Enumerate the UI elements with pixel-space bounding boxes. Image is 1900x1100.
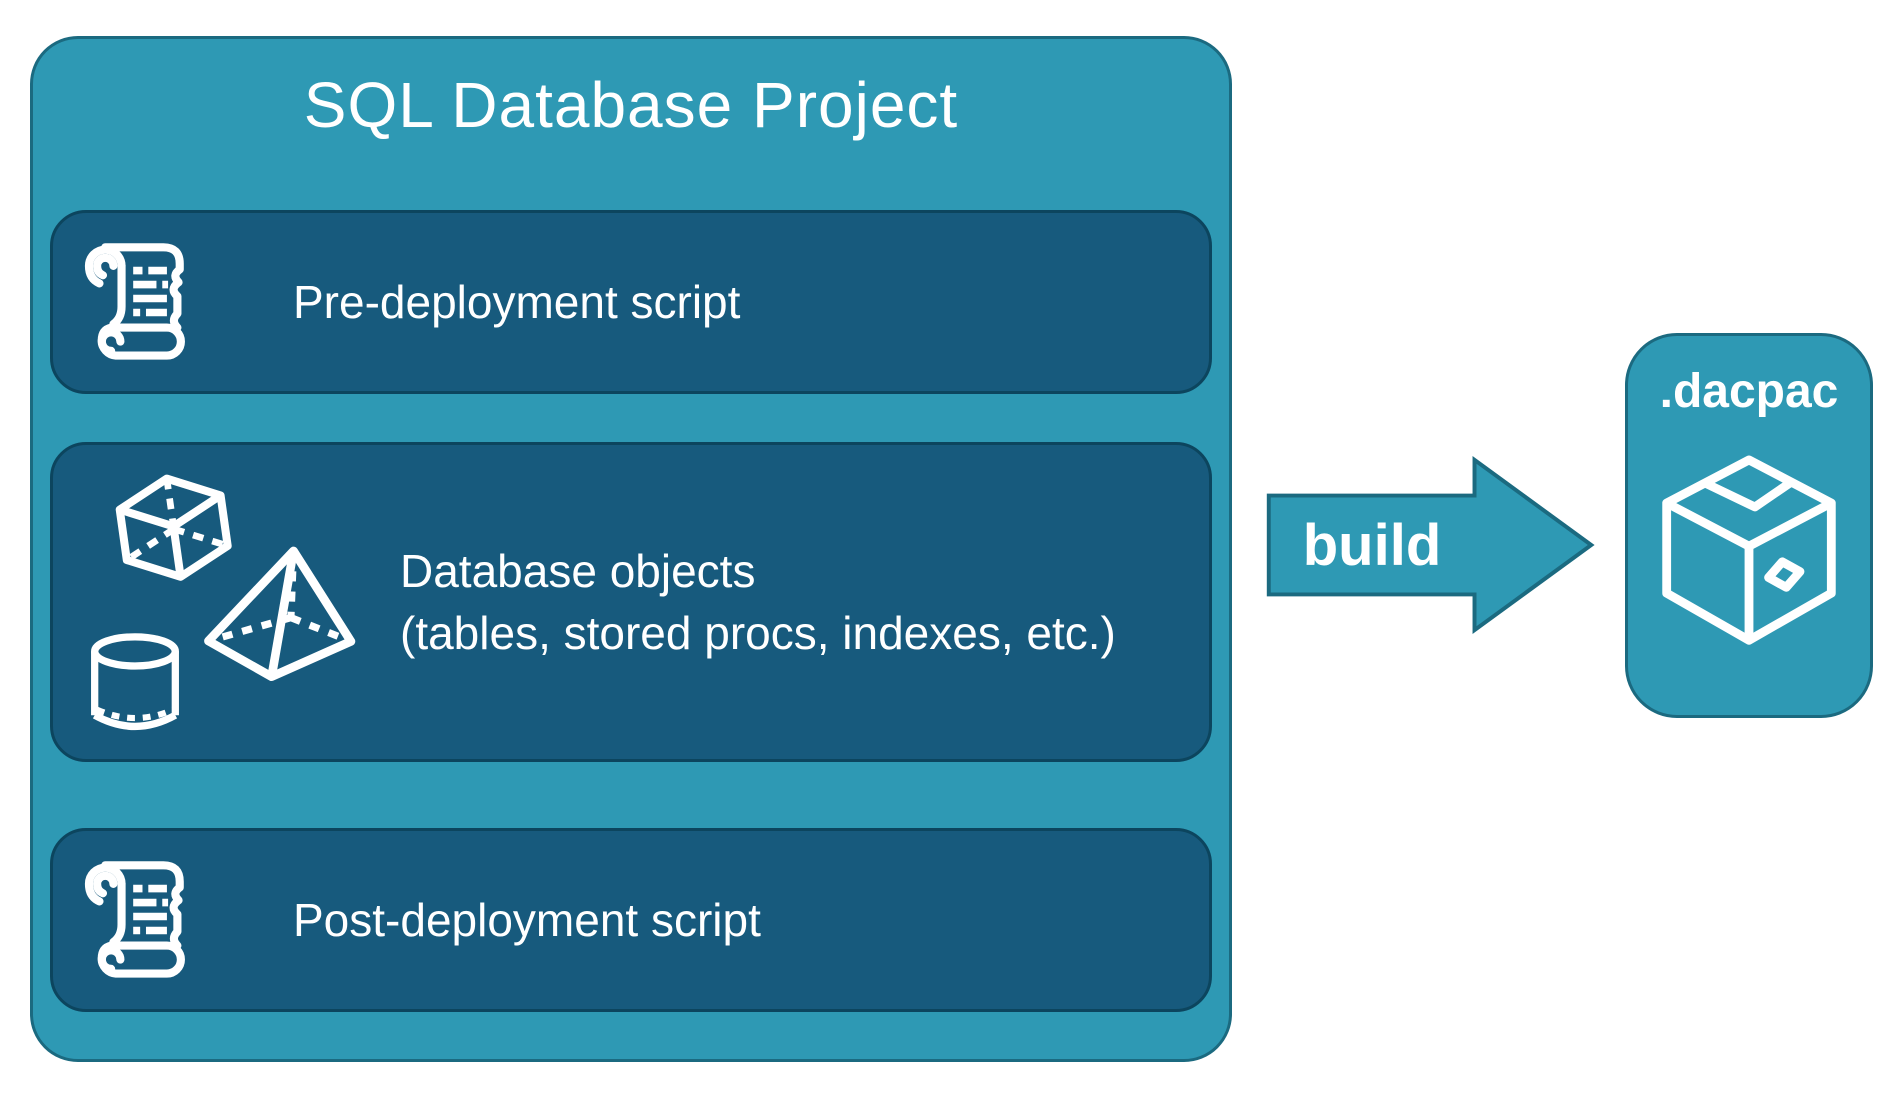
scroll-icon [75, 233, 203, 371]
database-objects-box: Database objects (tables, stored procs, … [50, 442, 1212, 762]
post-deployment-label: Post-deployment script [293, 894, 761, 946]
scroll-icon [75, 851, 203, 989]
dacpac-box: .dacpac [1625, 333, 1873, 718]
arrow-shape-icon [1266, 456, 1595, 634]
pyramid-icon [196, 533, 372, 695]
database-objects-label: Database objects [400, 545, 756, 597]
package-icon [1651, 446, 1847, 662]
database-objects-labels: Database objects (tables, stored procs, … [400, 445, 1116, 759]
cube-icon [98, 452, 252, 621]
cylinder-icon [79, 617, 191, 753]
project-title: SQL Database Project [303, 69, 959, 141]
sql-database-project-container: SQL Database Project [30, 36, 1232, 1062]
build-arrow-label: build [1302, 512, 1442, 578]
build-arrow: build [1266, 454, 1596, 636]
post-deployment-box: Post-deployment script [50, 828, 1212, 1012]
database-objects-sublabel: (tables, stored procs, indexes, etc.) [400, 607, 1116, 659]
pre-deployment-label: Pre-deployment script [293, 276, 741, 328]
pre-deployment-box: Pre-deployment script [50, 210, 1212, 394]
dacpac-label: .dacpac [1659, 365, 1839, 418]
